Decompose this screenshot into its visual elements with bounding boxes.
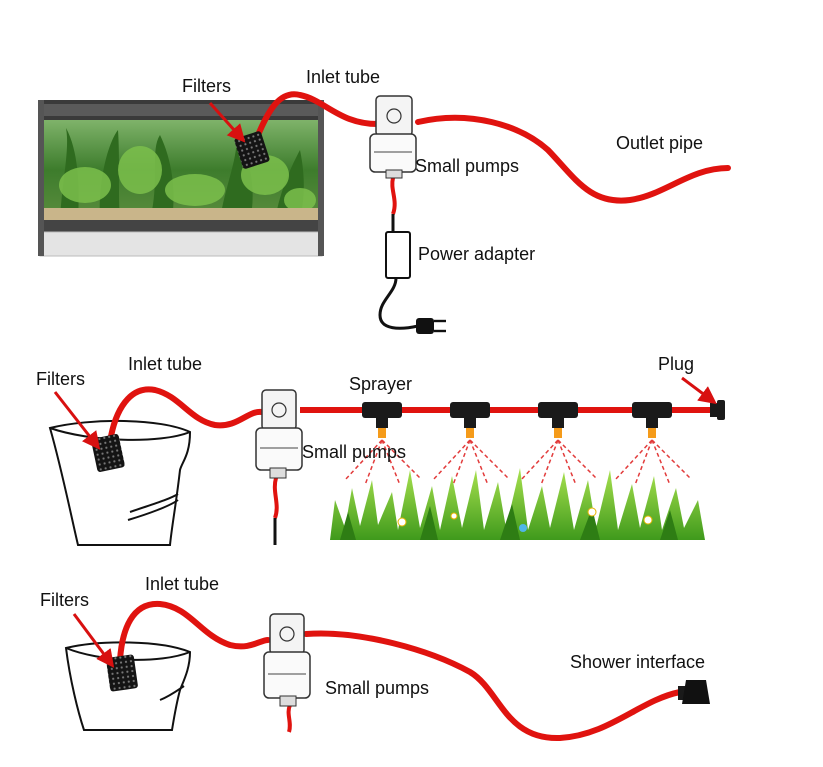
shower-pipe	[303, 630, 683, 742]
panel-aquarium: Filters Inlet tube Small pumps Outlet pi…	[38, 67, 731, 334]
small-pumps-label: Small pumps	[415, 156, 519, 176]
panel-shower: Filters Inlet tube Small pumps Shower in…	[40, 574, 710, 742]
power-adapter-label: Power adapter	[418, 244, 535, 264]
plug-arrow	[681, 376, 717, 405]
power-cable-red	[390, 177, 397, 215]
power-adapter-icon	[385, 231, 411, 279]
filters-label: Filters	[36, 369, 85, 389]
pump-icon	[255, 389, 303, 479]
inlet-tube	[107, 386, 265, 445]
filters-arrow	[72, 613, 115, 668]
filters-arrow	[208, 102, 246, 143]
shower-interface-icon	[678, 680, 710, 704]
filters-arrow	[53, 391, 101, 450]
power-cable-red	[272, 477, 279, 519]
inlet-tube-label: Inlet tube	[306, 67, 380, 87]
outlet-pipe	[415, 114, 731, 204]
electric-plug-icon	[416, 318, 446, 334]
plug-label: Plug	[658, 354, 694, 374]
filter-icon	[106, 654, 138, 692]
power-cable	[378, 214, 419, 330]
bucket-icon	[48, 419, 192, 546]
filters-label: Filters	[182, 76, 231, 96]
inlet-tube	[253, 91, 383, 143]
inlet-tube-label: Inlet tube	[128, 354, 202, 374]
aquarium-icon	[38, 100, 324, 257]
small-pumps-label: Small pumps	[302, 442, 406, 462]
filters-label: Filters	[40, 590, 89, 610]
shower-interface-label: Shower interface	[570, 652, 705, 672]
sprayer-icon	[432, 402, 509, 486]
pump-icon	[263, 613, 311, 707]
sprayer-label: Sprayer	[349, 374, 412, 394]
pump-icon	[369, 95, 417, 179]
small-pumps-label: Small pumps	[325, 678, 429, 698]
sprayer-icon	[614, 402, 691, 486]
inlet-tube	[117, 600, 271, 663]
power-cable-red	[286, 704, 292, 733]
inlet-tube-label: Inlet tube	[145, 574, 219, 594]
panel-sprayer: Filters Inlet tube Sprayer Plug Small pu…	[36, 354, 725, 546]
sprayer-icon	[344, 402, 421, 486]
end-plug-icon	[710, 400, 725, 420]
grass-icon	[330, 468, 705, 540]
outlet-pipe-label: Outlet pipe	[616, 133, 703, 153]
sprayer-icon	[520, 402, 597, 486]
